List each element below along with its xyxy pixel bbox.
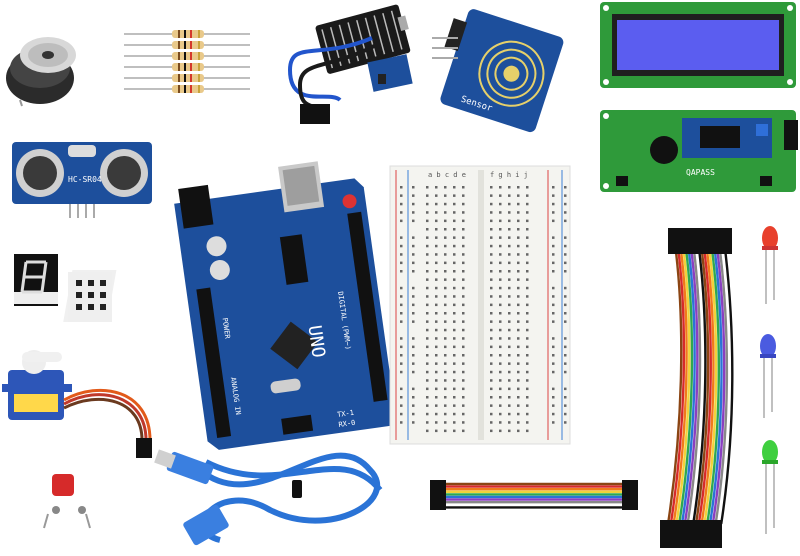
led-blue: [760, 334, 776, 418]
jumper-wire-short-icon: [430, 480, 638, 510]
rain-sensor-icon: [287, 4, 413, 124]
lcd-brand-label: QAPASS: [686, 168, 715, 177]
breadboard-cols-left: a b c d e: [428, 171, 466, 179]
servo-motor-icon: [2, 350, 152, 458]
breadboard-icon: a b c d e f g h i j: [389, 165, 571, 445]
led-red: [762, 226, 778, 304]
buzzer-icon: [6, 37, 76, 107]
jumper-wire-long-icon: [660, 228, 734, 548]
lcd-display-icon: [600, 2, 796, 88]
led-green: [762, 440, 778, 534]
resistor-icon: [124, 30, 250, 93]
breadboard-cols-right: f g h i j: [490, 171, 528, 179]
usb-cable-icon: [154, 449, 383, 546]
push-button-icon: [43, 474, 91, 529]
ultrasonic-sensor-icon: HC-SR04: [12, 142, 152, 218]
arduino-model-label: UNO: [304, 324, 329, 359]
arduino-power-label: POWER: [221, 317, 232, 340]
led-icon: [760, 226, 778, 534]
seven-segment-icon: [14, 254, 117, 322]
arduino-rx-label: RX-0: [338, 419, 356, 429]
touch-sensor-icon: Sensor: [432, 9, 564, 133]
arduino-tx-label: TX-1: [337, 409, 355, 419]
lcd-i2c-back-icon: QAPASS: [600, 110, 798, 192]
arduino-uno-icon: UNO DIGITAL (PWM~) POWER ANALOG IN TX-1 …: [174, 161, 398, 450]
ultrasonic-model-label: HC-SR04: [68, 175, 102, 184]
